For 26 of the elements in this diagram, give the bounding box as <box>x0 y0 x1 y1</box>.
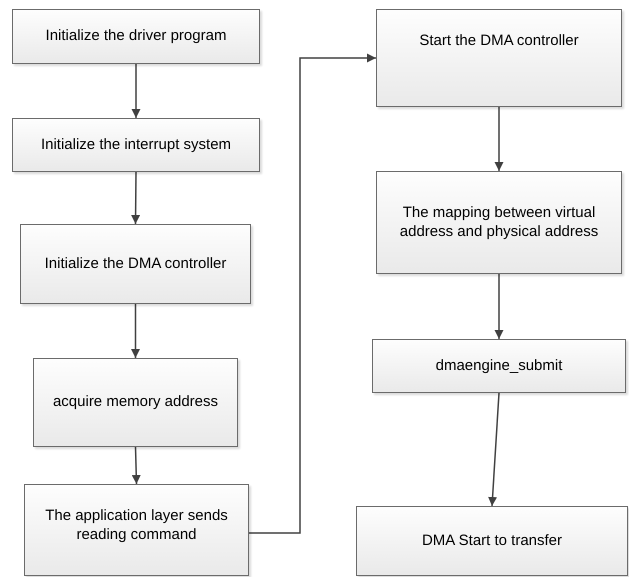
step-label: The mapping between virtual address and physical address <box>398 204 600 242</box>
arrow <box>494 107 504 171</box>
process-box <box>356 506 628 576</box>
step-label: acquire memory address <box>52 393 218 412</box>
process-box <box>376 9 622 107</box>
process-box <box>376 171 622 274</box>
step-label: Initialize the interrupt system <box>40 136 232 154</box>
process-box <box>33 358 238 447</box>
step-label: Start the DMA controller <box>419 32 579 51</box>
step-label: Initialize the DMA controller <box>44 254 226 274</box>
arrow <box>249 54 376 534</box>
arrow <box>494 274 504 339</box>
process-box <box>372 339 626 393</box>
step-label: DMA Start to transfer <box>422 532 562 551</box>
arrow <box>131 172 140 224</box>
process-box <box>12 118 260 172</box>
arrow <box>132 64 140 118</box>
step-label: Initialize the driver program <box>46 27 226 46</box>
process-box <box>12 9 260 64</box>
arrow <box>131 304 140 358</box>
arrow <box>488 392 500 506</box>
process-box <box>24 484 249 576</box>
arrow <box>132 446 141 484</box>
process-box <box>20 224 251 304</box>
step-label: dmaengine_submit <box>436 356 562 376</box>
step-label: The application layer sends reading command <box>44 507 229 544</box>
